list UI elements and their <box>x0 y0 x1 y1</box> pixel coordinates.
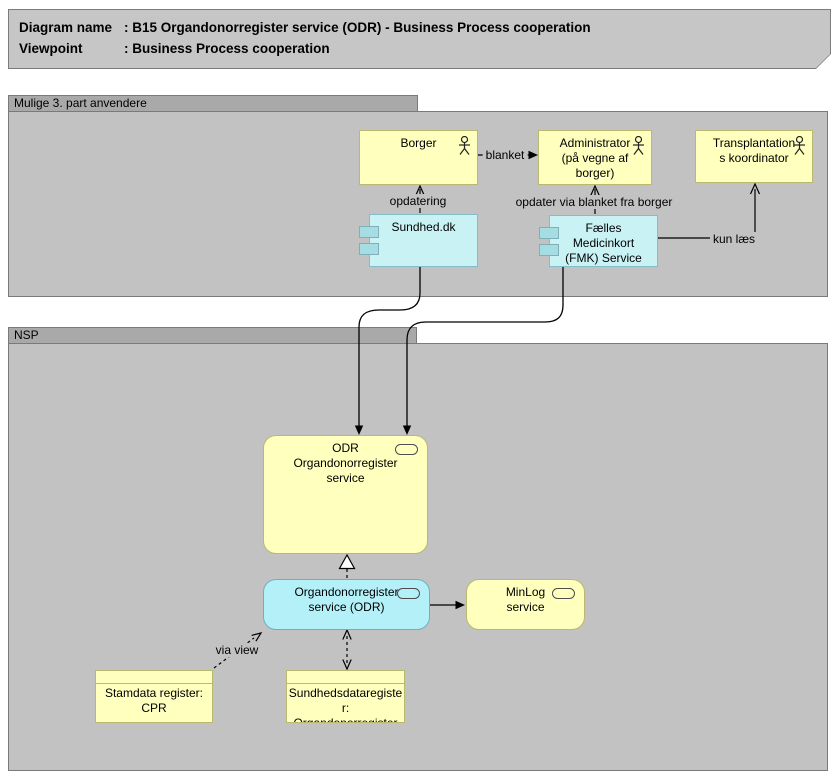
node-transplantations-koordinator-label: Transplantation s koordinator <box>712 136 796 165</box>
node-sundhedsdataregister[interactable]: Sundhedsdataregiste r: Organdonorregiste… <box>286 670 405 723</box>
diagram-title-text: Diagram name : B15 Organdonorregister se… <box>9 10 830 68</box>
group-third-party-label: Mulige 3. part anvendere <box>14 96 147 110</box>
node-fmk-service-label: Fælles Medicinkort (FMK) Service <box>565 221 642 265</box>
title-row1-label: Diagram name <box>19 20 113 35</box>
diagram-title-note: Diagram name : B15 Organdonorregister se… <box>8 9 831 69</box>
node-odr-service-label: Organdonorregister service (ODR) <box>294 585 399 614</box>
node-odr-label: ODR Organdonorregister service <box>293 441 398 485</box>
node-transplantations-koordinator[interactable]: Transplantation s koordinator <box>695 130 813 183</box>
group-third-party-header[interactable]: Mulige 3. part anvendere <box>8 95 418 112</box>
label-opdater-via-blanket: opdater via blanket fra borger <box>512 195 676 209</box>
node-administrator[interactable]: Administrator (på vegne af borger) <box>538 130 652 185</box>
node-stamdata-cpr-label: Stamdata register: CPR <box>104 686 204 715</box>
group-nsp-label: NSP <box>14 328 39 342</box>
application-service-icon <box>552 588 575 599</box>
node-minlog-label: MinLog service <box>505 585 546 614</box>
title-row1-value: : B15 Organdonorregister service (ODR) -… <box>124 20 591 35</box>
node-borger[interactable]: Borger <box>359 130 478 185</box>
application-service-icon <box>397 588 420 599</box>
label-opdatering: opdatering <box>386 194 450 208</box>
node-sundhed-dk[interactable]: Sundhed.dk <box>359 214 478 267</box>
node-fmk-service[interactable]: Fælles Medicinkort (FMK) Service <box>539 215 658 267</box>
actor-icon <box>794 136 805 155</box>
node-borger-label: Borger <box>400 136 437 150</box>
node-minlog[interactable]: MinLog service <box>466 579 585 630</box>
actor-icon <box>459 136 470 155</box>
title-row2-label: Viewpoint <box>19 41 83 56</box>
application-service-icon <box>395 444 418 455</box>
label-blanket: blanket <box>482 148 528 162</box>
node-administrator-label: Administrator (på vegne af borger) <box>559 136 631 180</box>
node-sundhedsdataregister-label: Sundhedsdataregiste r: Organdonorregiste… <box>288 686 403 723</box>
node-stamdata-cpr[interactable]: Stamdata register: CPR <box>95 670 213 723</box>
component-icon <box>359 243 379 255</box>
object-icon <box>287 671 404 684</box>
label-via-view: via view <box>212 643 262 657</box>
node-odr[interactable]: ODR Organdonorregister service <box>263 435 428 554</box>
component-icon <box>539 244 559 256</box>
component-icon <box>359 226 379 238</box>
component-icon <box>539 227 559 239</box>
label-kun-laes: kun læs <box>709 232 759 246</box>
title-row2-value: : Business Process cooperation <box>124 41 330 56</box>
actor-icon <box>633 136 644 155</box>
node-sundhed-dk-label: Sundhed.dk <box>391 220 456 234</box>
group-nsp-header[interactable]: NSP <box>8 327 417 344</box>
object-icon <box>96 671 212 684</box>
node-odr-service[interactable]: Organdonorregister service (ODR) <box>263 579 430 630</box>
